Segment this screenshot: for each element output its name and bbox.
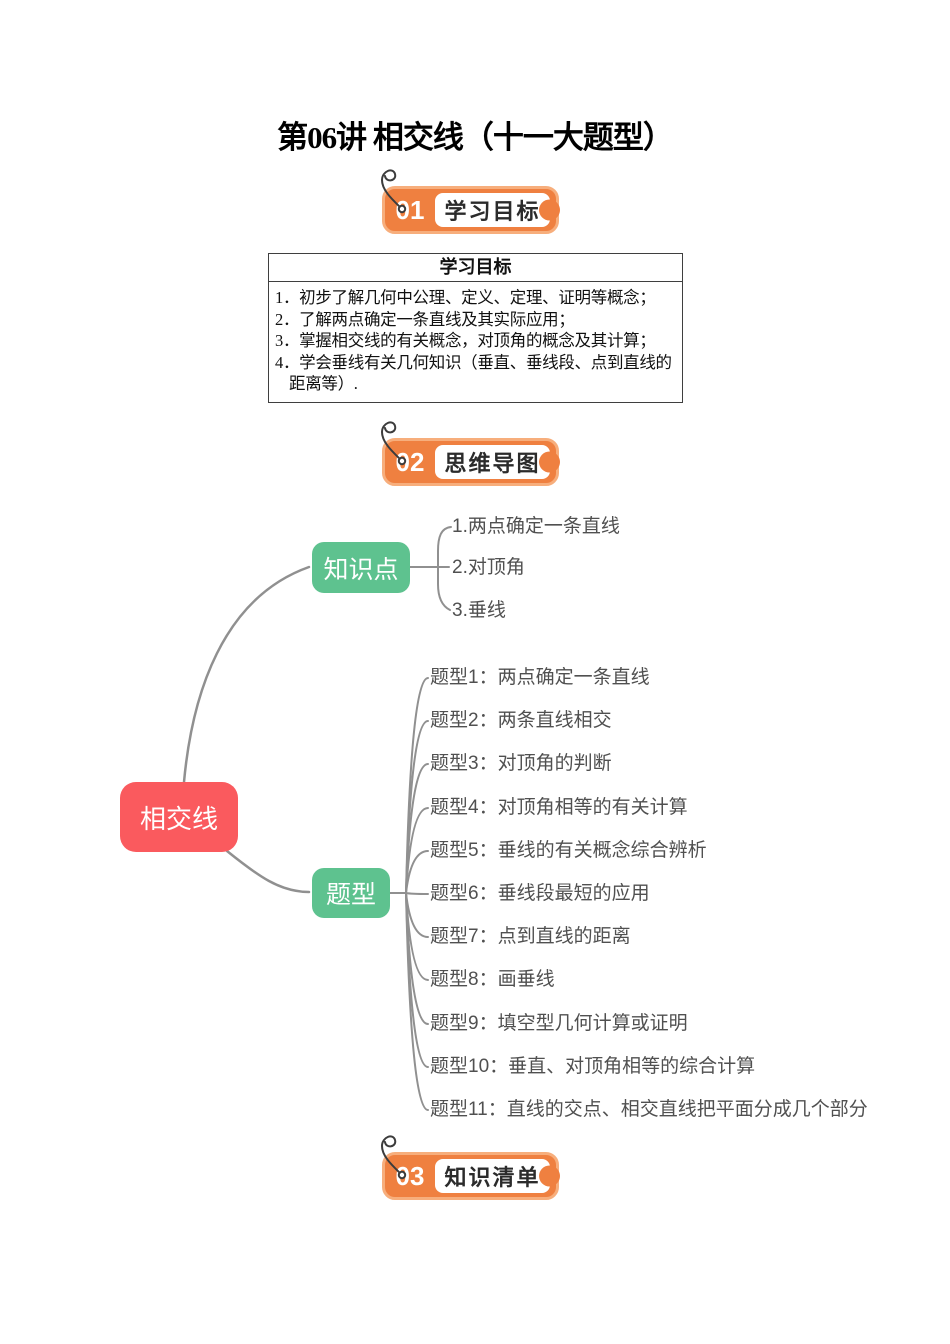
problem-type-item: 题型4：对顶角相等的有关计算 bbox=[430, 797, 688, 818]
knowledge-item: 2.对顶角 bbox=[452, 557, 525, 578]
objective-item: 4．学会垂线有关几何知识（垂直、垂线段、点到直线的距离等）. bbox=[275, 352, 672, 394]
mindmap-branch-knowledge: 知识点 bbox=[312, 542, 410, 593]
section-label: 知识清单 bbox=[444, 1165, 541, 1190]
problem-type-item: 题型3：对顶角的判断 bbox=[430, 753, 612, 774]
objectives-table: 学习目标 1．初步了解几何中公理、定义、定理、证明等概念； 2．了解两点确定一条… bbox=[268, 253, 683, 403]
problem-type-item: 题型7：点到直线的距离 bbox=[430, 926, 631, 947]
section-badge-03: 03 知识清单 bbox=[380, 1135, 560, 1200]
problem-type-item: 题型1：两点确定一条直线 bbox=[430, 667, 650, 688]
objective-item: 3．掌握相交线的有关概念，对顶角的概念及其计算； bbox=[275, 331, 656, 350]
problem-type-item: 题型6：垂线段最短的应用 bbox=[430, 883, 650, 904]
problem-connectors bbox=[389, 677, 429, 1111]
section-label-box: 知识清单 bbox=[435, 1159, 560, 1193]
knowledge-connectors bbox=[409, 526, 452, 611]
objectives-table-body: 1．初步了解几何中公理、定义、定理、证明等概念； 2．了解两点确定一条直线及其实… bbox=[269, 282, 682, 402]
knowledge-item: 1.两点确定一条直线 bbox=[452, 516, 620, 537]
problem-type-item: 题型2：两条直线相交 bbox=[430, 710, 612, 731]
mindmap-branch-problems: 题型 bbox=[312, 868, 390, 918]
knowledge-item: 3.垂线 bbox=[452, 600, 506, 621]
objective-item: 2．了解两点确定一条直线及其实际应用； bbox=[275, 309, 575, 329]
objectives-table-header: 学习目标 bbox=[269, 254, 682, 282]
section-label-box: 思维导图 bbox=[435, 445, 560, 479]
section-badge-02: 02 思维导图 bbox=[380, 421, 560, 486]
problem-type-item: 题型5：垂线的有关概念综合辨析 bbox=[430, 840, 707, 861]
problem-type-item: 题型8：画垂线 bbox=[430, 969, 555, 990]
section-badge-01: 01 学习目标 bbox=[380, 169, 560, 234]
problem-type-item: 题型11：直线的交点、相交直线把平面分成几个部分 bbox=[430, 1099, 868, 1120]
pin-icon bbox=[380, 1135, 407, 1180]
problem-type-item: 题型10：垂直、对顶角相等的综合计算 bbox=[430, 1056, 756, 1077]
pin-icon bbox=[380, 169, 407, 214]
section-label: 思维导图 bbox=[444, 451, 541, 476]
ticket-notch bbox=[539, 451, 560, 473]
ticket-notch bbox=[539, 199, 560, 221]
objective-item: 1．初步了解几何中公理、定义、定理、证明等概念； bbox=[275, 288, 656, 307]
section-label-box: 学习目标 bbox=[435, 193, 560, 227]
ticket-notch bbox=[539, 1165, 560, 1187]
page-title: 第06讲 相交线（十一大题型） bbox=[277, 120, 674, 155]
pin-icon bbox=[380, 421, 407, 466]
mindmap-root-node: 相交线 bbox=[120, 782, 238, 852]
problem-type-item: 题型9：填空型几何计算或证明 bbox=[430, 1013, 688, 1034]
section-label: 学习目标 bbox=[444, 199, 541, 224]
